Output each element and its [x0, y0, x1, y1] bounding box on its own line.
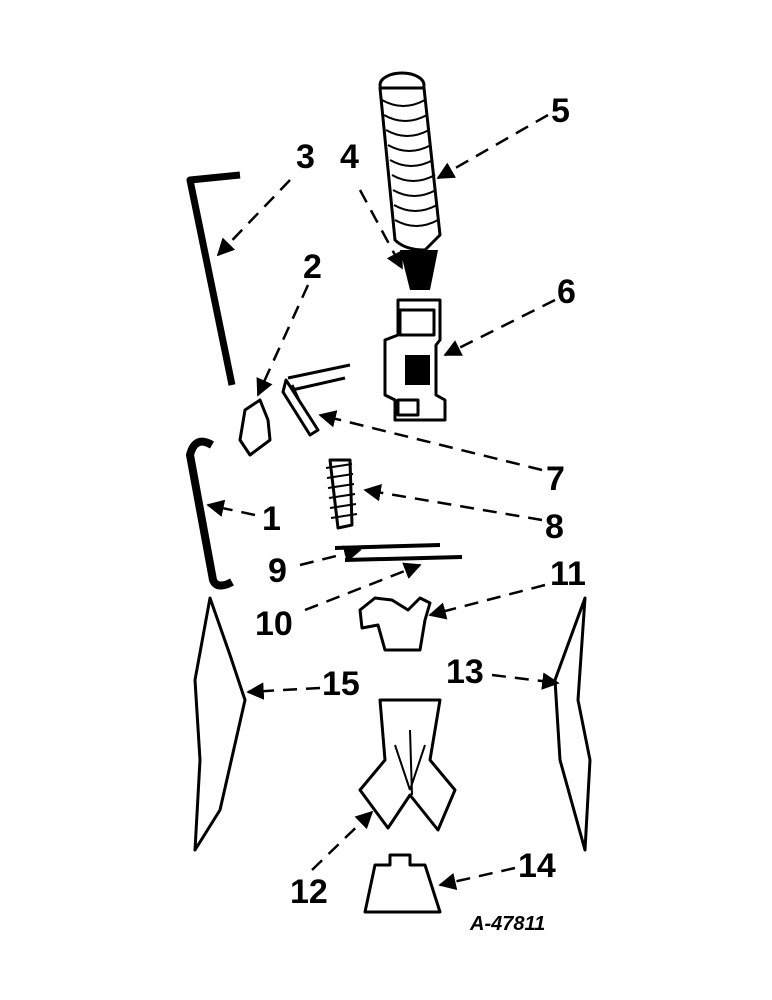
part-13-plate [553, 596, 592, 852]
part-1-rod [185, 437, 234, 590]
callout-14: 14 [518, 847, 556, 885]
part-6-housing [383, 298, 447, 422]
part-8-spring [325, 458, 358, 530]
part-2-bracket [238, 398, 272, 457]
callout-15: 15 [322, 665, 360, 703]
callout-5: 5 [551, 92, 570, 130]
part-10-pin [344, 555, 463, 562]
part-14-block [363, 853, 442, 914]
callout-7: 7 [546, 460, 565, 498]
part-3-rod [186, 171, 241, 386]
part-5-tube [378, 71, 442, 290]
reference-code: A-47811 [469, 913, 545, 935]
part-12-shoe [358, 698, 457, 832]
part-7-clip [281, 363, 351, 437]
callout-8: 8 [545, 508, 564, 546]
part-15-plate [193, 596, 247, 852]
callout-11: 11 [550, 555, 586, 593]
part-9-pin [334, 543, 441, 550]
callout-9: 9 [268, 552, 287, 590]
callout-6: 6 [557, 273, 576, 311]
leader-lines [206, 113, 560, 891]
callout-10: 10 [255, 605, 293, 643]
part-11-shield [358, 596, 432, 652]
callout-2: 2 [303, 248, 322, 286]
callout-1: 1 [262, 500, 281, 538]
callout-12: 12 [290, 873, 328, 911]
callout-labels: 1 2 3 4 5 6 7 8 9 10 11 12 13 14 15 [255, 92, 586, 911]
callout-13: 13 [446, 653, 484, 691]
callout-3: 3 [296, 138, 315, 176]
callout-4: 4 [340, 138, 359, 176]
